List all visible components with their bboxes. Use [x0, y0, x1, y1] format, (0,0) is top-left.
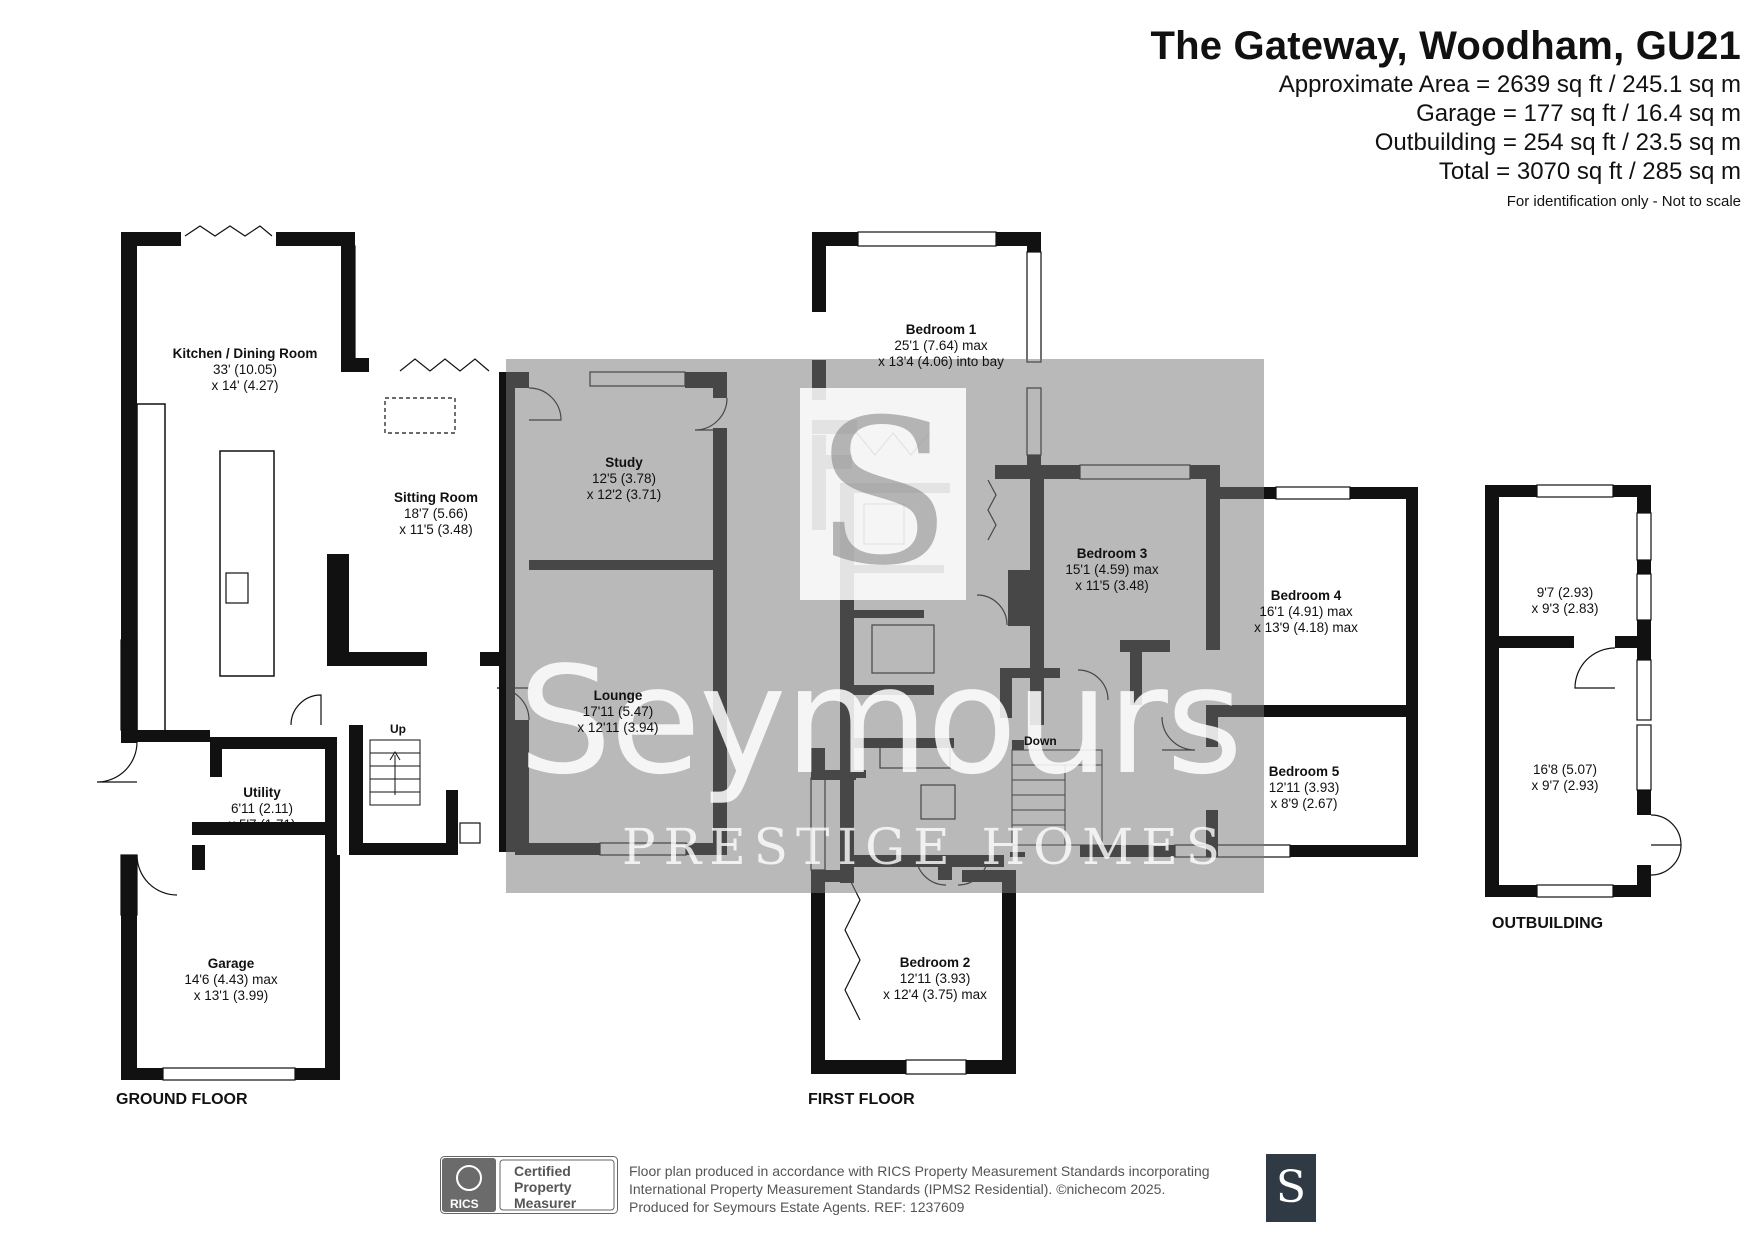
room-study: Study 12'5 (3.78) x 12'2 (3.71): [587, 455, 662, 503]
room-dim-1: 14'6 (4.43) max: [184, 972, 278, 987]
header: The Gateway, Woodham, GU21 Approximate A…: [1150, 22, 1741, 214]
room-dim-2: x 13'4 (4.06) into bay: [878, 354, 1004, 369]
room-dim-1: 6'11 (2.11): [230, 801, 294, 816]
rics-line-3: Measurer: [514, 1195, 577, 1211]
footer-line-3: Produced for Seymours Estate Agents. REF…: [629, 1199, 965, 1215]
room-name: Bedroom 4: [1270, 588, 1342, 603]
area-outbuilding: Outbuilding = 254 sq ft / 23.5 sq m: [1374, 129, 1741, 156]
stairs-down-label: Down: [1024, 734, 1057, 748]
room-dim-2: x 13'9 (4.18) max: [1254, 620, 1358, 635]
room-dim-2: x 9'3 (2.83): [1531, 601, 1599, 616]
room-garage: Garage 14'6 (4.43) max x 13'1 (3.99): [184, 956, 277, 1004]
room-dim-2: x 5'7 (1.71): [228, 817, 296, 832]
room-dim-1: 16'8 (5.07): [1532, 762, 1598, 777]
room-dim-2: x 13'1 (3.99): [193, 988, 269, 1003]
room-kitchen: Kitchen / Dining Room 33' (10.05) x 14' …: [173, 346, 318, 394]
walls-outbuilding: [1485, 485, 1651, 897]
room-dim-1: 15'1 (4.59) max: [1065, 562, 1159, 577]
room-dim-2: x 9'7 (2.93): [1531, 778, 1599, 793]
room-dim-2: x 8'9 (2.67): [1270, 796, 1338, 811]
seymours-logo: S: [1266, 1154, 1316, 1222]
room-dim-1: 16'1 (4.91) max: [1259, 604, 1353, 619]
room-name: Sitting Room: [394, 490, 478, 505]
stairs-up-label: Up: [390, 722, 406, 736]
room-dim-1: 33' (10.05): [212, 362, 278, 377]
room-dim-1: 12'5 (3.78): [591, 471, 657, 486]
room-dim-1: 18'7 (5.66): [403, 506, 469, 521]
rics-line-2: Property: [514, 1179, 572, 1195]
area-garage: Garage = 177 sq ft / 16.4 sq m: [1416, 100, 1741, 127]
stairs-ground: [369, 739, 421, 806]
page-title: The Gateway, Woodham, GU21: [1150, 24, 1741, 68]
windows-doors-outbuilding: [1536, 484, 1682, 898]
room-lounge: Lounge 17'11 (5.47) x 12'11 (3.94): [577, 688, 658, 736]
room-dim-2: x 12'4 (3.75) max: [883, 987, 987, 1002]
room-name: Garage: [207, 956, 255, 971]
watermark-logo-letter: S: [800, 388, 966, 600]
room-name: Lounge: [593, 688, 643, 703]
room-dim-2: x 11'5 (3.48): [1075, 578, 1149, 593]
outbuilding-label: OUTBUILDING: [1492, 915, 1604, 932]
room-sitting: Sitting Room 18'7 (5.66) x 11'5 (3.48): [394, 490, 478, 538]
room-bedroom-5: Bedroom 5 12'11 (3.93) x 8'9 (2.67): [1269, 764, 1340, 812]
room-dim-2: x 11'5 (3.48): [399, 522, 473, 537]
room-bedroom-3: Bedroom 3 15'1 (4.59) max x 11'5 (3.48): [1065, 546, 1158, 594]
rics-brand-text: RICS: [450, 1197, 479, 1211]
room-name: Bedroom 1: [905, 322, 977, 337]
room-dim-1: 12'11 (3.93): [1268, 780, 1340, 795]
room-name: Study: [605, 455, 643, 470]
room-dim-1: 17'11 (5.47): [582, 704, 654, 719]
room-name: Utility: [243, 785, 281, 800]
room-dim-1: 9'7 (2.93): [1536, 585, 1594, 600]
room-bedroom-2: Bedroom 2 12'11 (3.93) x 12'4 (3.75) max: [883, 955, 987, 1003]
watermark-brand: Seymours: [518, 635, 1243, 807]
disclaimer-note: For identification only - Not to scale: [1506, 193, 1741, 210]
area-total: Total = 3070 sq ft / 285 sq m: [1438, 158, 1741, 185]
footer-line-1: Floor plan produced in accordance with R…: [629, 1163, 1210, 1179]
rics-certified-text: Certified Property Measurer: [514, 1163, 576, 1211]
room-utility: Utility 6'11 (2.11) x 5'7 (1.71): [228, 785, 295, 833]
room-bedroom-1: Bedroom 1 25'1 (7.64) max x 13'4 (4.06) …: [878, 322, 1004, 370]
footer-line-2: International Property Measurement Stand…: [629, 1181, 1166, 1197]
rics-line-1: Certified: [514, 1163, 571, 1179]
room-dim-2: x 14' (4.27): [211, 378, 279, 393]
room-dim-2: x 12'2 (3.71): [586, 487, 662, 502]
room-outbuilding-1: 9'7 (2.93) x 9'3 (2.83): [1531, 585, 1598, 617]
rics-badge: [440, 1156, 618, 1214]
first-floor-label: FIRST FLOOR: [808, 1091, 915, 1108]
room-name: Kitchen / Dining Room: [172, 346, 318, 361]
watermark-subtitle: PRESTIGE HOMES: [622, 818, 1229, 876]
room-outbuilding-2: 16'8 (5.07) x 9'7 (2.93): [1531, 762, 1598, 794]
room-dim-1: 25'1 (7.64) max: [894, 338, 988, 353]
room-name: Bedroom 2: [899, 955, 971, 970]
room-name: Bedroom 5: [1268, 764, 1340, 779]
area-approximate: Approximate Area = 2639 sq ft / 245.1 sq…: [1278, 71, 1741, 98]
room-bedroom-4: Bedroom 4 16'1 (4.91) max x 13'9 (4.18) …: [1254, 588, 1358, 636]
room-dim-2: x 12'11 (3.94): [577, 720, 659, 735]
ground-floor-label: GROUND FLOOR: [116, 1091, 248, 1108]
room-name: Bedroom 3: [1076, 546, 1148, 561]
room-dim-1: 12'11 (3.93): [899, 971, 971, 986]
footer-text: Floor plan produced in accordance with R…: [629, 1162, 1210, 1216]
